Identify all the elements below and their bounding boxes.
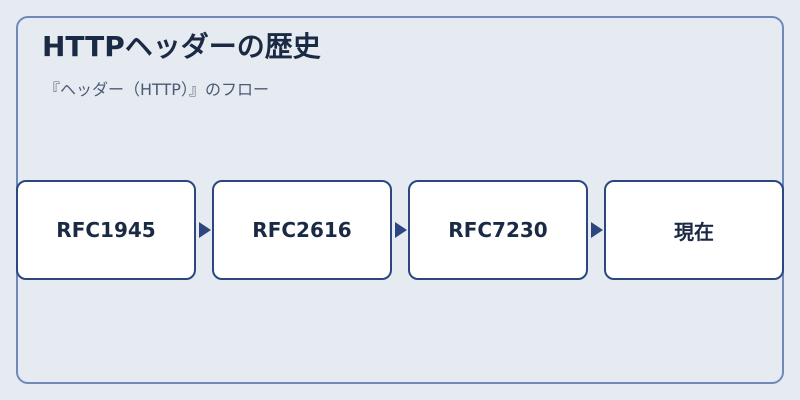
flow-step-label: RFC1945 (56, 218, 156, 242)
flow-step-label: RFC2616 (252, 218, 352, 242)
flow-arrow-icon (199, 222, 211, 238)
flow-step-label: RFC7230 (448, 218, 548, 242)
diagram-title: HTTPヘッダーの歴史 (42, 30, 321, 63)
flow-step-current: 現在 (604, 180, 784, 280)
flow-arrow-icon (591, 222, 603, 238)
flow-row: RFC1945 RFC2616 RFC7230 現在 (16, 180, 786, 280)
flow-step-rfc7230: RFC7230 (408, 180, 588, 280)
flow-step-rfc1945: RFC1945 (16, 180, 196, 280)
diagram-subtitle: 『ヘッダー（HTTP）』のフロー (44, 80, 269, 99)
flow-arrow-icon (395, 222, 407, 238)
flow-step-label: 現在 (674, 219, 714, 244)
flow-step-rfc2616: RFC2616 (212, 180, 392, 280)
